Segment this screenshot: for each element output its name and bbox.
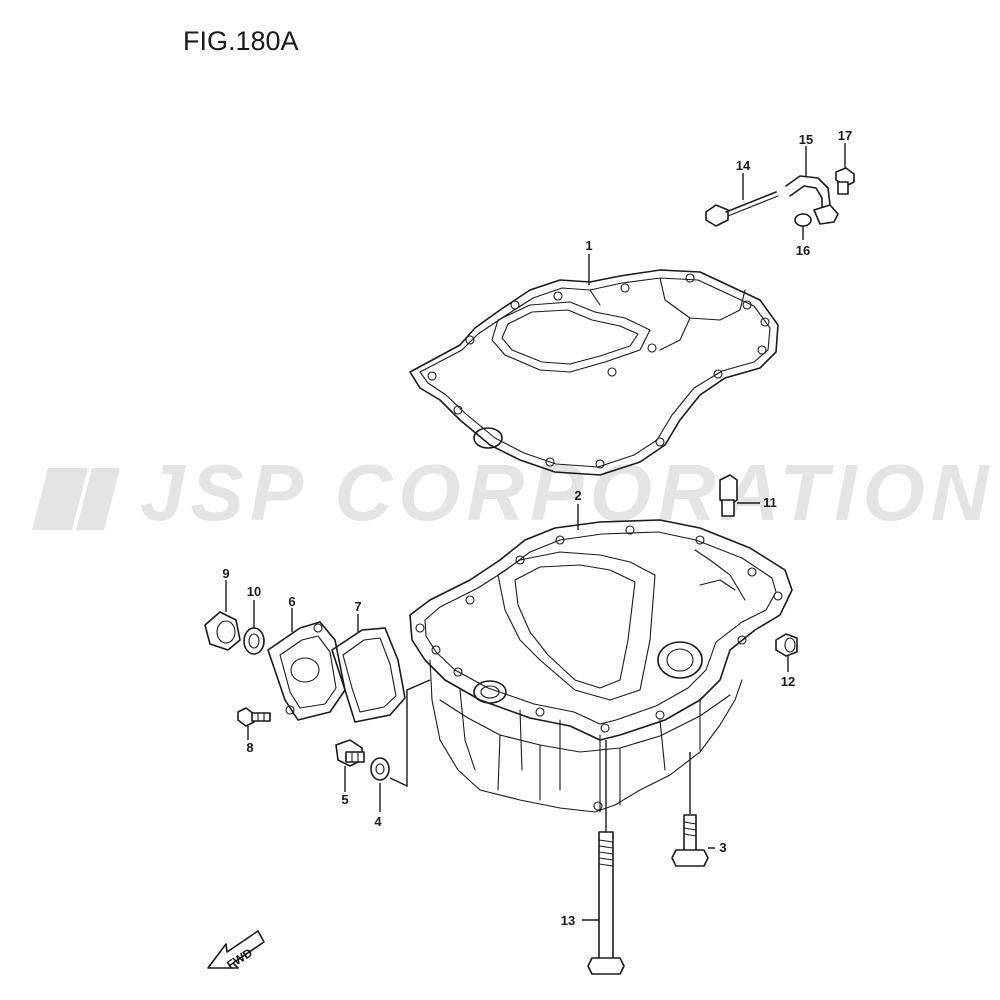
callout-1: 1 bbox=[585, 238, 592, 253]
part-12-cap bbox=[775, 633, 798, 657]
part-4-washer bbox=[370, 757, 390, 781]
part-17-bolt bbox=[835, 167, 855, 195]
watermark-text: JSP CORPORATION bbox=[140, 448, 995, 537]
leader-lines bbox=[225, 143, 846, 921]
part-10-gasket-ring bbox=[243, 627, 265, 655]
callout-4: 4 bbox=[374, 814, 382, 829]
part-13-long-bolt bbox=[587, 831, 625, 975]
part-5-drain-plug bbox=[335, 739, 365, 767]
watermark: JSP CORPORATION bbox=[32, 448, 995, 537]
callout-16: 16 bbox=[796, 243, 810, 258]
drain-leader bbox=[389, 679, 431, 788]
callout-7: 7 bbox=[354, 599, 361, 614]
callout-5: 5 bbox=[341, 792, 348, 807]
callout-17: 17 bbox=[838, 128, 852, 143]
callout-8: 8 bbox=[246, 740, 253, 755]
callout-11: 11 bbox=[763, 495, 777, 510]
part-9-plug bbox=[204, 611, 241, 651]
fwd-arrow-icon bbox=[207, 930, 265, 969]
part-1-gasket bbox=[409, 269, 779, 476]
callout-9: 9 bbox=[222, 566, 229, 581]
callout-2: 2 bbox=[574, 488, 581, 503]
part-2-oil-pan bbox=[409, 519, 793, 813]
leader-13 bbox=[582, 740, 607, 921]
part-6-plate bbox=[267, 621, 346, 721]
callout-15: 15 bbox=[799, 132, 813, 147]
fwd-indicator: FWD bbox=[207, 930, 265, 972]
part-16-o-ring bbox=[794, 213, 812, 227]
callout-13: 13 bbox=[561, 913, 575, 928]
callout-6: 6 bbox=[288, 594, 295, 609]
callout-12: 12 bbox=[781, 674, 795, 689]
callout-labels: 1 2 3 4 5 6 7 8 9 10 11 12 13 14 15 16 1… bbox=[222, 128, 852, 928]
part-8-bolt bbox=[237, 707, 271, 727]
part-14-dipstick bbox=[705, 191, 779, 227]
part-11-fitting bbox=[719, 474, 738, 517]
figure-title: FIG.180A bbox=[183, 26, 299, 56]
leader-3 bbox=[689, 752, 715, 849]
callout-14: 14 bbox=[736, 158, 751, 173]
part-15-guide-pipe bbox=[785, 175, 839, 225]
part-7-plate-gasket bbox=[331, 627, 406, 723]
callout-3: 3 bbox=[719, 840, 726, 855]
watermark-logo bbox=[32, 468, 120, 530]
part-3-bolt bbox=[671, 814, 709, 867]
callout-10: 10 bbox=[247, 584, 261, 599]
